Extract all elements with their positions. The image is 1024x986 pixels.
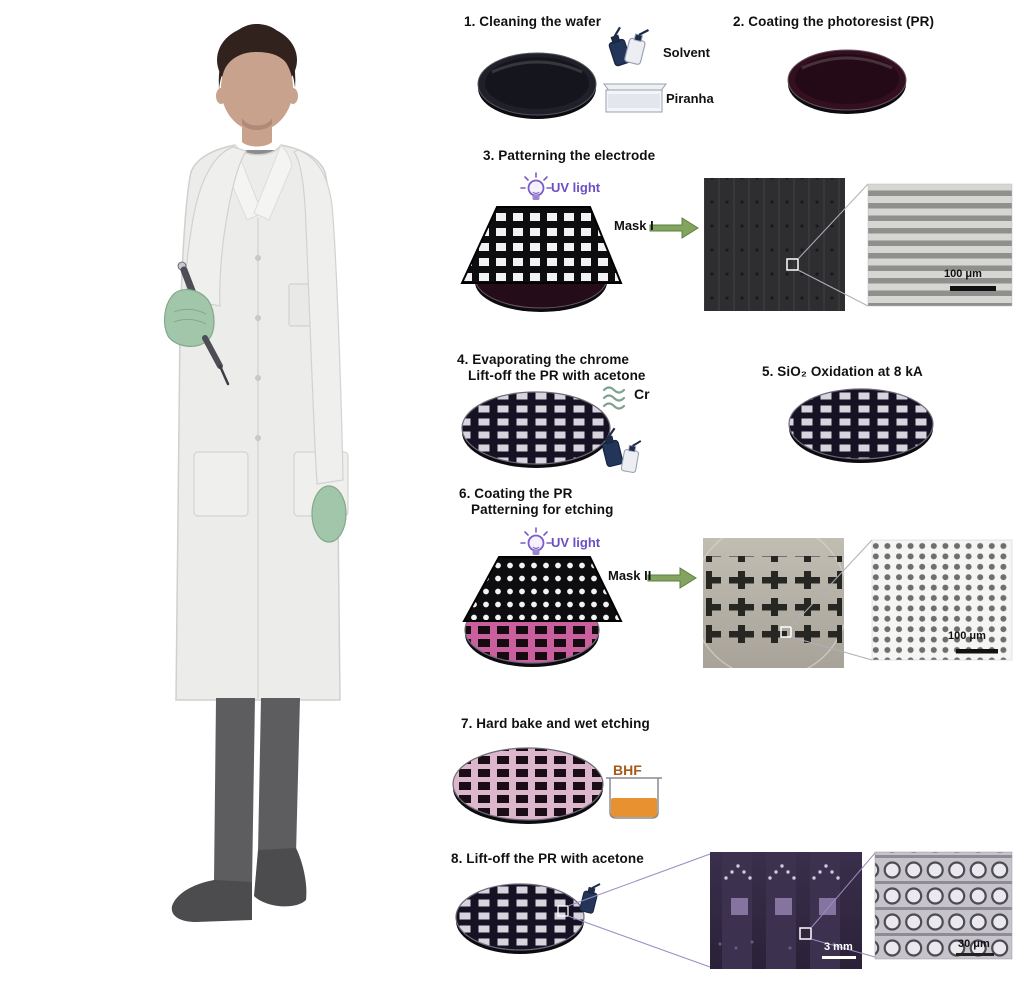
acetone-bottle-icon bbox=[578, 879, 601, 915]
lapel-right bbox=[253, 144, 293, 221]
scale-bar bbox=[956, 649, 998, 654]
coat-pocket-left bbox=[193, 451, 249, 517]
step7-title: 7. Hard bake and wet etching bbox=[461, 716, 650, 731]
step8-title: 8. Lift-off the PR with acetone bbox=[451, 851, 644, 866]
zoom-line bbox=[567, 853, 711, 907]
sleeve-right bbox=[293, 149, 344, 485]
zoom-marker bbox=[557, 905, 569, 917]
step6-title-line2: Patterning for etching bbox=[471, 502, 614, 517]
step5-title: 5. SiO₂ Oxidation at 8 kA bbox=[762, 364, 923, 379]
uv-light-icon bbox=[520, 172, 552, 201]
mask-2 bbox=[462, 556, 623, 622]
piranha-dish-icon bbox=[603, 83, 667, 113]
step3-photo bbox=[704, 178, 869, 311]
step2-wafer bbox=[787, 49, 907, 114]
neck bbox=[242, 118, 272, 147]
scale-label: 100 μm bbox=[948, 630, 986, 642]
pants-right-leg bbox=[258, 698, 300, 854]
zoom-line bbox=[567, 915, 711, 968]
chrome-vapor-icon bbox=[602, 386, 626, 410]
bhf-label: BHF bbox=[613, 762, 642, 778]
step7-wafer bbox=[452, 747, 604, 824]
step1-wafer bbox=[477, 52, 597, 119]
coat-button bbox=[255, 255, 261, 261]
step4-title-line2: Lift-off the PR with acetone bbox=[468, 368, 646, 383]
coat-button bbox=[255, 315, 261, 321]
uv-light-icon bbox=[520, 527, 552, 556]
scale-label: 30 μm bbox=[958, 938, 990, 950]
solvent-bottles-icon bbox=[603, 25, 650, 68]
pants-left-leg bbox=[214, 698, 255, 884]
zoom-marker bbox=[780, 626, 792, 638]
step4-wafer bbox=[461, 391, 611, 468]
step6-photo bbox=[703, 538, 873, 668]
face bbox=[221, 45, 293, 131]
bhf-beaker-icon bbox=[606, 777, 662, 819]
dot-chevrons bbox=[724, 864, 840, 880]
arrow-right-icon bbox=[649, 217, 699, 239]
scale-bar bbox=[956, 953, 994, 956]
step5-wafer bbox=[788, 388, 934, 463]
uv-light-label: UV light bbox=[551, 180, 601, 195]
solvent-label: Solvent bbox=[663, 45, 710, 60]
mask-1 bbox=[460, 206, 623, 284]
coat-button bbox=[255, 375, 261, 381]
hair-front bbox=[218, 24, 296, 90]
step1-title: 1. Cleaning the wafer bbox=[464, 14, 602, 29]
neck-shadow bbox=[242, 118, 272, 130]
coat-button bbox=[255, 435, 261, 441]
scale-bar bbox=[822, 956, 856, 959]
step8-zoom-photo bbox=[874, 851, 1013, 960]
shoe-right bbox=[254, 848, 307, 907]
pipette-tip bbox=[202, 335, 230, 386]
scale-label: 3 mm bbox=[824, 941, 853, 953]
step3-zoom-photo bbox=[867, 183, 1013, 307]
sleeve-left bbox=[185, 146, 247, 307]
scientist-illustration bbox=[163, 24, 349, 922]
glove-right bbox=[311, 485, 347, 543]
step4-title-line1: 4. Evaporating the chrome bbox=[457, 352, 630, 367]
step8-wafer bbox=[455, 883, 585, 954]
scale-bar bbox=[950, 286, 996, 291]
shoe-left bbox=[171, 880, 252, 922]
uv-light-label: UV light bbox=[551, 535, 601, 550]
mask2-label: Mask II bbox=[608, 568, 652, 583]
piranha-label: Piranha bbox=[666, 91, 714, 106]
step6-zoom-photo bbox=[871, 539, 1013, 661]
step2-title: 2. Coating the photoresist (PR) bbox=[733, 14, 935, 29]
zoom-marker bbox=[799, 927, 812, 940]
arrow-right-icon bbox=[647, 567, 697, 589]
mask1-label: Mask I bbox=[614, 218, 654, 233]
step8-photo bbox=[710, 852, 876, 969]
zoom-marker bbox=[786, 258, 799, 271]
scale-label: 100 μm bbox=[944, 268, 982, 280]
step6-title-line1: 6. Coating the PR bbox=[459, 486, 573, 501]
glove-finger-lines bbox=[173, 308, 207, 325]
cr-label: Cr bbox=[634, 386, 650, 402]
step3-title: 3. Patterning the electrode bbox=[483, 148, 656, 163]
